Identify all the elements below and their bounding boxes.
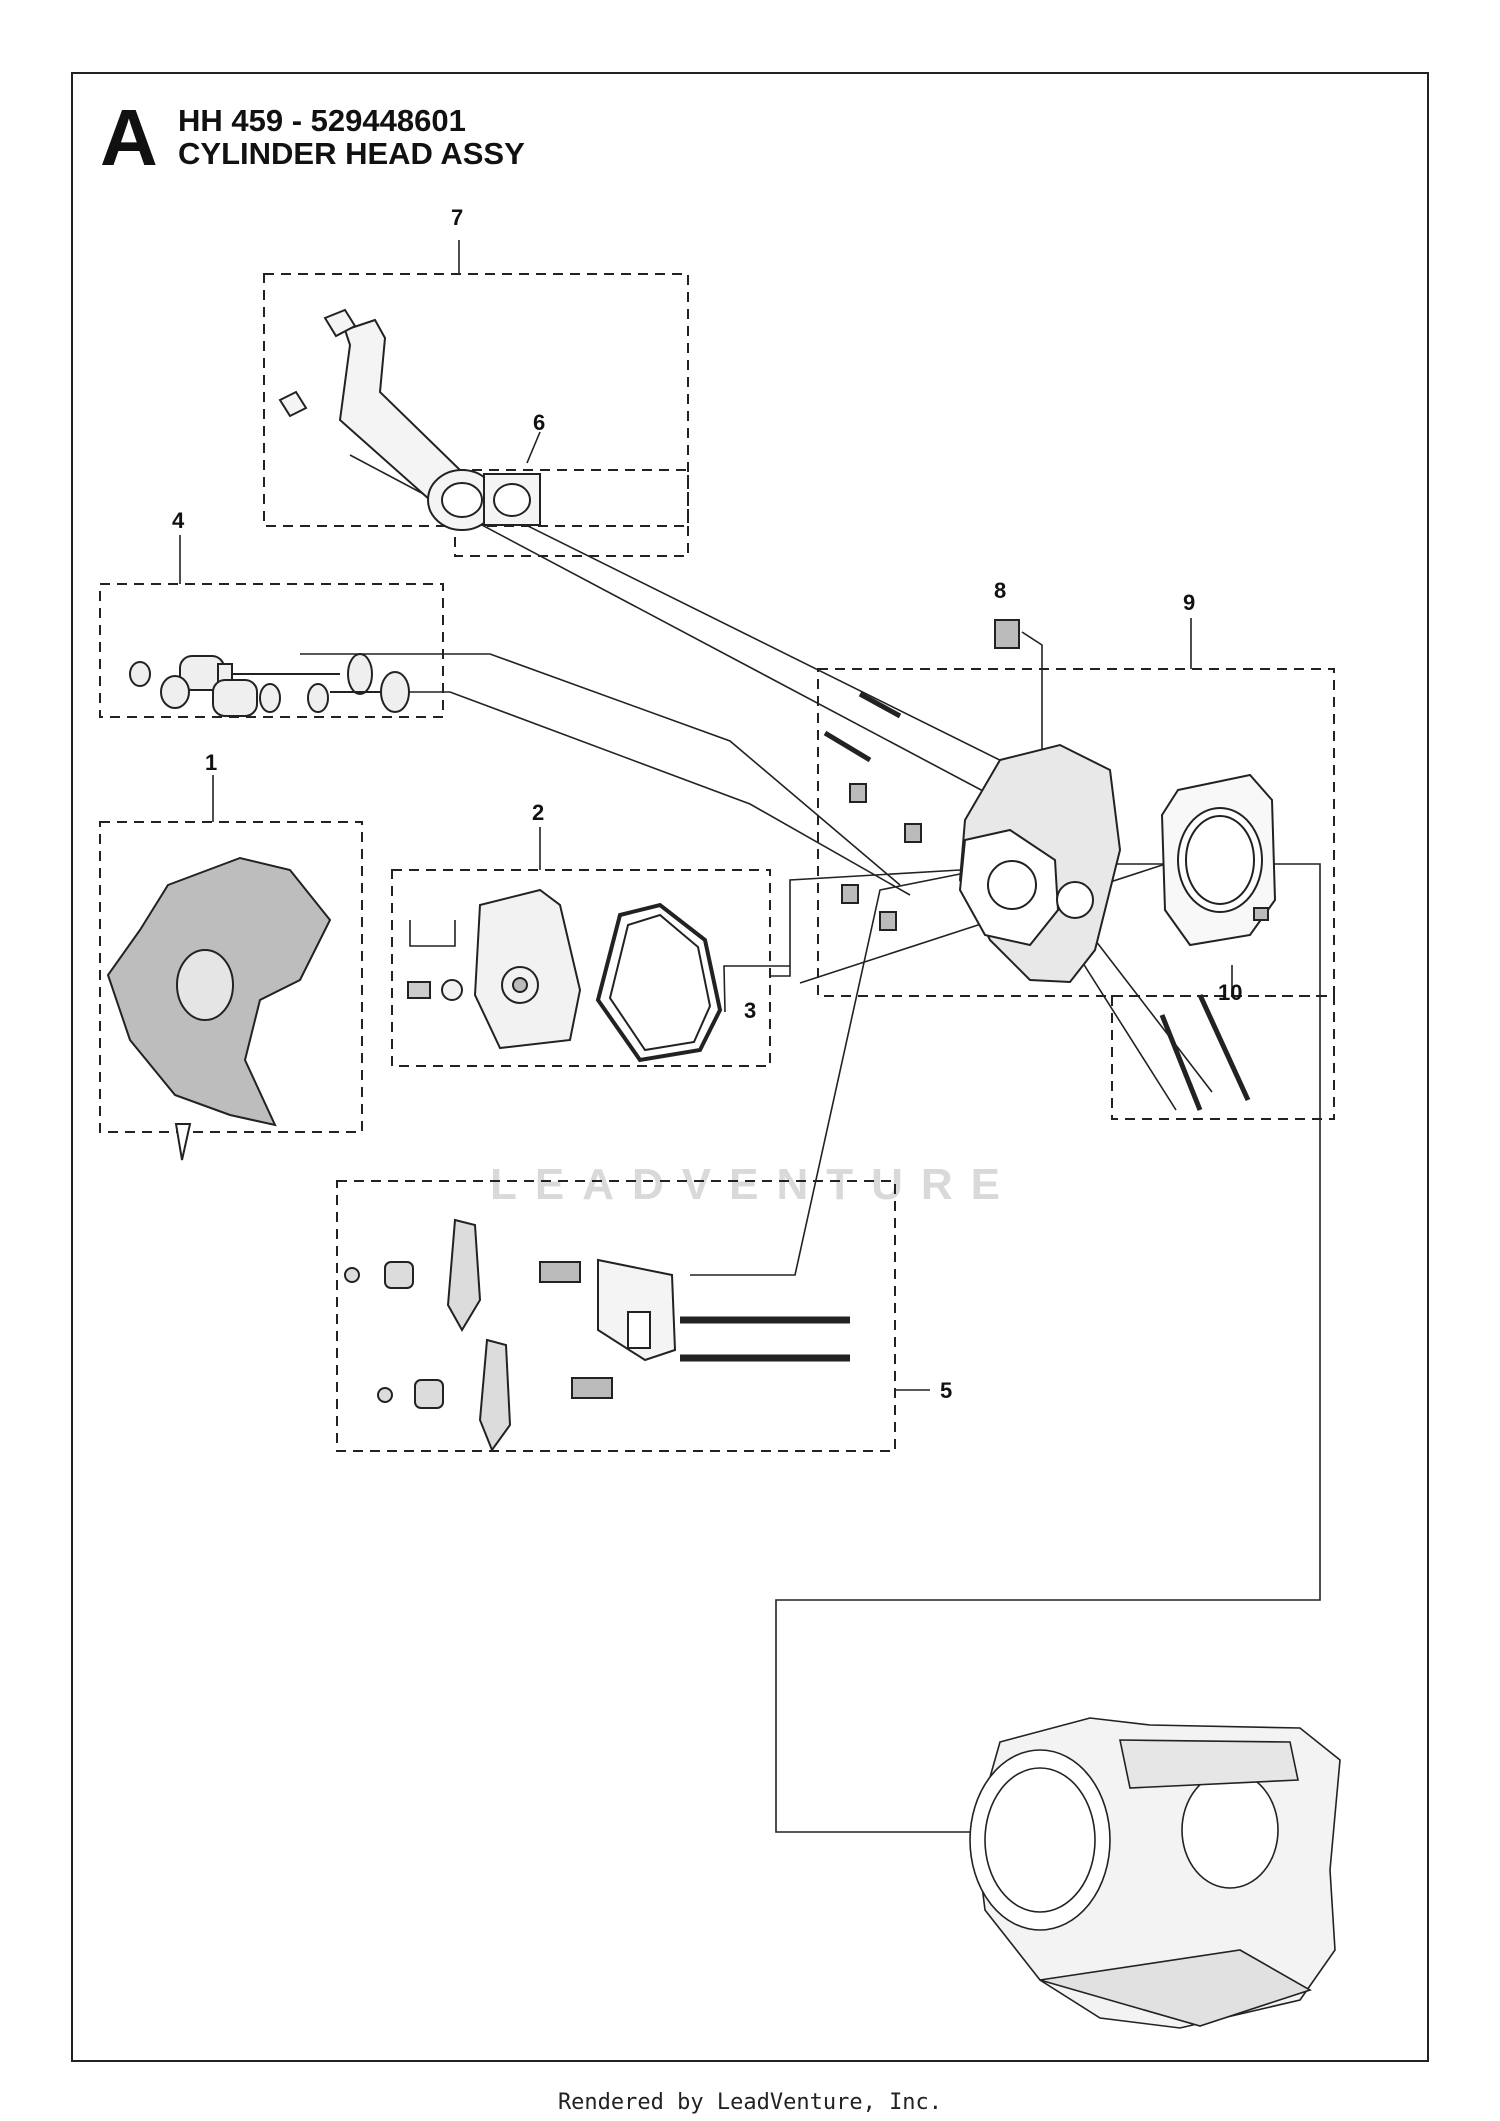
callout-4: 4 <box>172 508 185 533</box>
valve-cover-icon <box>407 888 723 1063</box>
callout-8: 8 <box>994 578 1006 603</box>
callout-10: 10 <box>1218 980 1242 1005</box>
exhaust-pipe-icon <box>278 308 541 531</box>
watermark-text: LEADVENTURE <box>490 1160 1019 1209</box>
cylinder-head-icon <box>823 619 1251 1111</box>
group-box-9 <box>817 668 1335 997</box>
group-box-4 <box>99 583 444 718</box>
section-letter: A <box>100 93 158 182</box>
group-box-2 <box>391 869 771 1067</box>
engine-block-icon <box>969 1717 1341 2029</box>
callout-3: 3 <box>744 998 756 1023</box>
head-gasket-icon <box>1160 773 1277 947</box>
callout-1: 1 <box>205 750 217 775</box>
callout-6: 6 <box>533 410 545 435</box>
callout-2: 2 <box>532 800 544 825</box>
model-line: HH 459 - 529448601 <box>178 103 466 138</box>
callout-5: 5 <box>940 1378 952 1403</box>
callout-9: 9 <box>1183 590 1195 615</box>
rocker-pushrod-icon <box>344 1218 850 1453</box>
assembly-name: CYLINDER HEAD ASSY <box>178 136 525 171</box>
footer-credit: Rendered by LeadVenture, Inc. <box>557 2090 943 2115</box>
diagram-frame <box>71 72 1429 2062</box>
group-box-1 <box>99 821 363 1133</box>
title-block: HH 459 - 529448601 CYLINDER HEAD ASSY <box>178 104 525 170</box>
valve-parts-icon <box>129 653 410 717</box>
group-box-5 <box>336 1180 896 1452</box>
group-box-9-extension <box>1111 995 1335 1120</box>
callout-7: 7 <box>451 205 463 230</box>
blower-cover-icon <box>106 856 332 1161</box>
